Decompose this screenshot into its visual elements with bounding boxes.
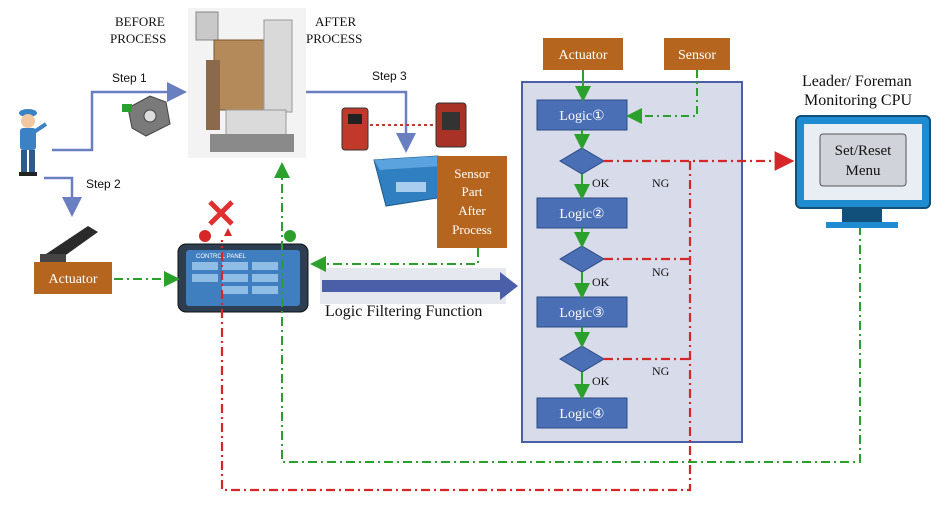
logic-panel [521, 81, 743, 443]
after-process-line1: AFTER [315, 14, 357, 29]
logic4-label: Logic④ [559, 407, 604, 422]
step3-arrow [304, 90, 416, 153]
ok3-label: OK [592, 374, 610, 388]
logic3-label: Logic③ [559, 306, 604, 321]
ok-green-lines [114, 162, 861, 463]
green-indicator-icon [284, 230, 296, 242]
sensor-part-line1: Sensor [454, 166, 490, 181]
actuator-left-box [34, 262, 112, 294]
metal-part-icon [122, 95, 171, 137]
before-process-line1: BEFORE [115, 14, 165, 29]
logic3-box [536, 296, 628, 328]
actuator-left-label: Actuator [49, 272, 98, 287]
worker-icon [19, 109, 48, 176]
logic-filter-arrow [322, 272, 518, 300]
sensor-emitter-icon [341, 107, 369, 151]
sensor-part-line4: Process [452, 222, 492, 237]
before-process-line2: PROCESS [110, 31, 166, 46]
logic-filtering-label: Logic Filtering Function [325, 303, 482, 320]
control-panel-icon [177, 243, 309, 313]
ng3-label: NG [652, 364, 670, 378]
reject-x-icon [208, 200, 234, 226]
sensor-part-box [437, 156, 507, 248]
monitoring-title-line1: Leader/ Foreman [802, 73, 912, 90]
actuator-top-label: Actuator [559, 48, 608, 63]
sensor-top-label: Sensor [678, 48, 716, 63]
logic2-box [536, 197, 628, 229]
actuator-top-box [543, 38, 623, 70]
red-indicator-icon [199, 230, 211, 242]
step2-arrow [44, 176, 82, 217]
ng-red-lines [220, 151, 795, 492]
sensor-receiver-icon [435, 102, 467, 148]
welding-machine-icon [188, 8, 306, 158]
ok2-label: OK [592, 275, 610, 289]
ng1-label: NG [652, 176, 670, 190]
foot-pedal-icon [40, 226, 98, 262]
step1-arrow [52, 82, 187, 152]
red-up-arrow-icon [224, 228, 232, 236]
set-reset-menu-button[interactable] [819, 133, 907, 187]
sensor-part-line2: Part [462, 184, 483, 199]
sensor-part-line3: After [458, 203, 486, 218]
sensor-top-box [664, 38, 730, 70]
monitoring-title-line2: Monitoring CPU [804, 92, 912, 109]
logic2-label: Logic② [559, 207, 604, 222]
step2-label: Step 2 [86, 177, 121, 191]
part-bin-icon [373, 155, 451, 207]
after-process-line2: PROCESS [306, 31, 362, 46]
set-reset-line2: Menu [846, 163, 881, 179]
ng2-label: NG [652, 265, 670, 279]
step3-label: Step 3 [372, 69, 407, 83]
set-reset-line1: Set/Reset [835, 143, 892, 159]
logic1-label: Logic① [559, 109, 604, 124]
step1-label: Step 1 [112, 71, 147, 85]
ok1-label: OK [592, 176, 610, 190]
